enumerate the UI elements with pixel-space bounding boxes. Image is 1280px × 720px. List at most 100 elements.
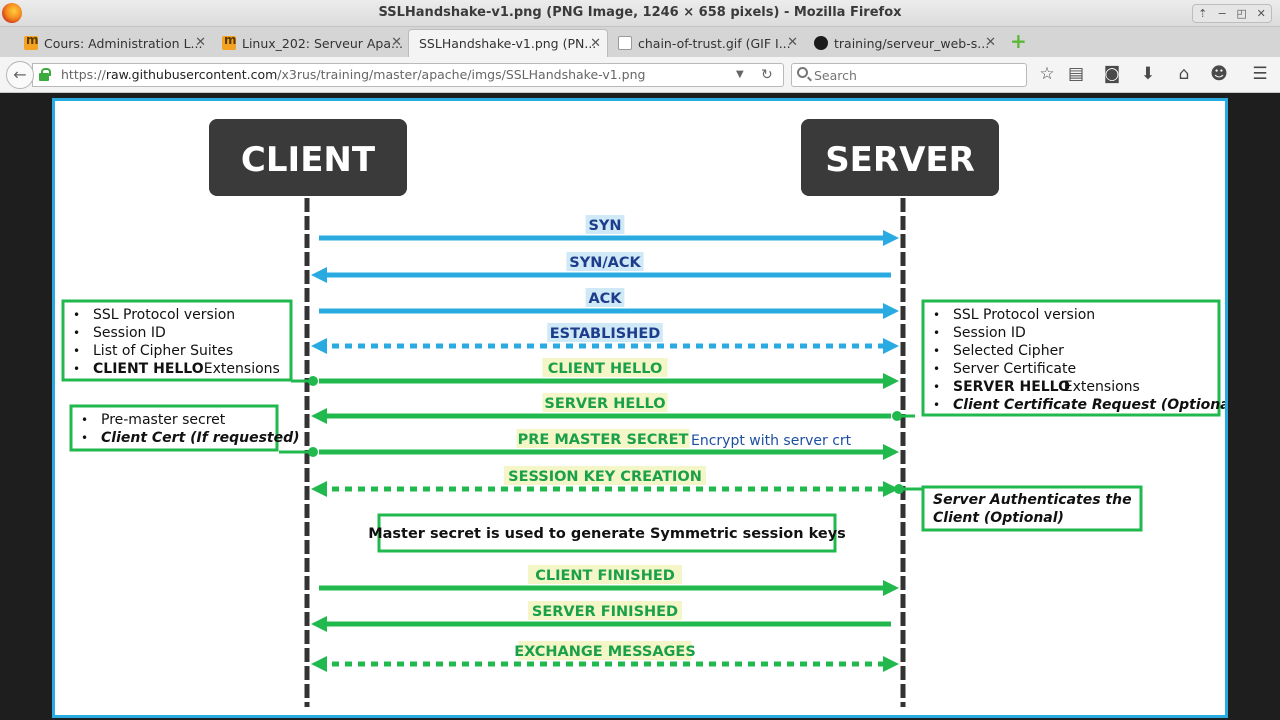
moodle-icon (222, 33, 237, 50)
new-tab-button[interactable]: + (1010, 29, 1027, 53)
navigation-bar: https://raw.githubusercontent.com/x3rus/… (0, 57, 1280, 93)
bullet-icon: • (933, 344, 940, 358)
window-controls: ⇡ − ◰ ✕ (1192, 4, 1272, 23)
tab-label: training/serveur_web-s... (834, 35, 990, 51)
bullet-icon: • (81, 431, 88, 445)
bullet-text-bold: CLIENT HELLO (93, 361, 204, 377)
reload-icon[interactable]: ↻ (761, 67, 773, 83)
message-label: SERVER FINISHED (532, 604, 678, 620)
bullet-icon: • (73, 308, 80, 322)
server-hello-connector-dot (892, 411, 902, 421)
master-secret-box (377, 513, 837, 553)
bullet-icon: • (933, 398, 940, 412)
arrowhead-right (883, 230, 899, 246)
message-label: SYN/ACK (569, 255, 641, 271)
arrowhead-left (311, 481, 327, 497)
tab-label: Linux_202: Serveur Apa... (242, 35, 403, 51)
tab-linux-202[interactable]: Linux_202: Serveur Apa... ✕ (214, 29, 408, 57)
message-label-highlight (566, 252, 644, 271)
master-secret-text: Master secret is used to generate Symmet… (368, 526, 846, 542)
bullet-text: Session ID (953, 325, 1026, 341)
client-hello-connector-dot (308, 376, 318, 386)
pocket-icon[interactable]: ◙ (1103, 64, 1121, 84)
close-tab-icon[interactable]: ✕ (391, 35, 402, 50)
pre-master-connector-dot (308, 447, 318, 457)
url-path: /x3rus/training/master/apache/imgs/SSLHa… (277, 67, 646, 82)
bullet-text: Server Certificate (953, 361, 1076, 377)
server-auth-text: Client (Optional) (933, 510, 1064, 526)
tab-label: chain-of-trust.gif (GIF I... (638, 35, 791, 51)
reading-list-icon[interactable]: ▤ (1067, 64, 1085, 84)
bullet-icon: • (933, 326, 940, 340)
message-label: EXCHANGE MESSAGES (514, 644, 696, 660)
message-label: CLIENT HELLO (548, 361, 663, 377)
lock-icon (39, 68, 51, 81)
back-button[interactable]: ← (6, 61, 34, 89)
tab-sslhandshake[interactable]: SSLHandshake-v1.png (PN... ✕ (408, 29, 608, 57)
bullet-text: Extensions (204, 361, 280, 377)
close-tab-icon[interactable]: ✕ (195, 35, 206, 50)
firefox-logo-icon (2, 3, 22, 23)
arrowhead-right (883, 580, 899, 596)
bullet-icon: • (933, 308, 940, 322)
close-tab-icon[interactable]: ✕ (787, 35, 798, 50)
bullet-text: SSL Protocol version (953, 307, 1095, 323)
bullet-text: Pre-master secret (101, 412, 226, 428)
message-label-highlight (547, 323, 663, 342)
bullet-icon: • (81, 413, 88, 427)
server-auth-connector-dot (894, 484, 904, 494)
maximize-button[interactable]: ◰ (1236, 7, 1247, 20)
moodle-icon (24, 33, 39, 50)
scroll-top-button[interactable]: ⇡ (1198, 7, 1208, 20)
client-header-label: CLIENT (241, 140, 376, 180)
bullet-text: List of Cipher Suites (93, 343, 233, 359)
arrowhead-left (311, 338, 327, 354)
pre-master-details-box (69, 404, 279, 452)
bullet-icon: • (933, 380, 940, 394)
tab-training-github[interactable]: training/serveur_web-s... ✕ (806, 29, 1002, 57)
message-label-highlight (542, 358, 668, 377)
bullet-text: Client Certificate Request (Optional) (953, 397, 1225, 413)
bullet-text: SSL Protocol version (93, 307, 235, 323)
url-text: https://raw.githubusercontent.com/x3rus/… (61, 64, 645, 86)
close-tab-icon[interactable]: ✕ (590, 36, 601, 51)
arrowhead-right (883, 338, 899, 354)
message-label: SESSION KEY CREATION (508, 469, 702, 485)
home-icon[interactable]: ⌂ (1178, 64, 1190, 84)
arrowhead-left (311, 656, 327, 672)
search-input[interactable] (814, 65, 1014, 85)
message-label-highlight (516, 429, 690, 448)
tab-cours-administration[interactable]: Cours: Administration L... ✕ (16, 29, 212, 57)
arrowhead-left (311, 408, 327, 424)
message-label: ESTABLISHED (550, 326, 661, 342)
message-note: Encrypt with server crt (691, 433, 852, 449)
arrowhead-right (883, 373, 899, 389)
close-window-button[interactable]: ✕ (1256, 7, 1266, 20)
url-bar[interactable]: https://raw.githubusercontent.com/x3rus/… (32, 63, 784, 87)
tab-chain-of-trust[interactable]: chain-of-trust.gif (GIF I... ✕ (610, 29, 804, 57)
arrowhead-left (311, 267, 327, 283)
downloads-icon[interactable]: ⬇ (1140, 64, 1156, 84)
chat-icon[interactable]: ☻ (1210, 64, 1228, 84)
server-header-label: SERVER (825, 140, 975, 180)
bookmark-star-icon[interactable]: ☆ (1039, 64, 1055, 84)
url-dropdown-icon[interactable]: ▼ (736, 69, 744, 80)
bullet-text: Client Cert (If requested) (101, 430, 300, 446)
message-label: PRE MASTER SECRET (518, 432, 689, 448)
bullet-text: Selected Cipher (953, 343, 1064, 359)
server-auth-box (921, 485, 1143, 532)
message-label-highlight (542, 393, 668, 412)
message-label-highlight (585, 215, 625, 234)
search-bar[interactable] (791, 63, 1027, 87)
bullet-icon: • (933, 362, 940, 376)
minimize-button[interactable]: − (1217, 7, 1227, 20)
bullet-text: Extensions (1064, 379, 1140, 395)
url-prefix: https:// (61, 67, 106, 82)
close-tab-icon[interactable]: ✕ (985, 35, 996, 50)
tab-label: SSLHandshake-v1.png (PN... (419, 36, 597, 51)
github-icon (814, 36, 828, 50)
bullet-icon: • (73, 344, 80, 358)
menu-icon[interactable]: ☰ (1252, 64, 1268, 84)
search-icon (797, 67, 808, 78)
